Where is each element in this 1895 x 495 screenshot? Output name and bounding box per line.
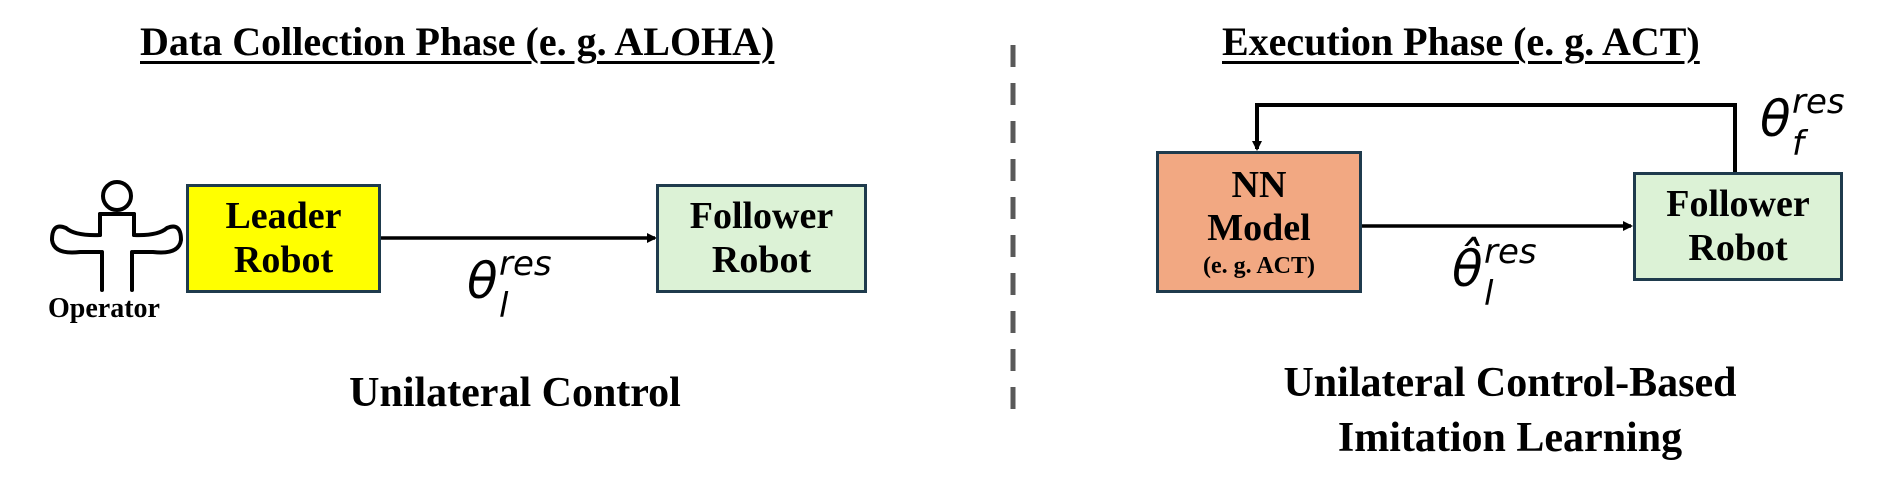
feedback-signal-base: θ: [1760, 90, 1791, 148]
leader-signal-sup: res: [499, 244, 552, 284]
feedback-signal-sub: f: [1792, 124, 1804, 164]
model-box-line2: Model: [1207, 207, 1311, 250]
model-box-line1: NN: [1231, 163, 1287, 206]
operator-label: Operator: [48, 293, 160, 324]
predicted-signal-label: θ̂ res l: [1452, 232, 1562, 320]
leader-box-line2: Robot: [233, 238, 334, 281]
right-follower-line1: Follower: [1666, 182, 1810, 225]
feedback-signal-label: θ res f: [1760, 82, 1870, 170]
leader-signal-base: θ: [467, 252, 498, 310]
model-box-line3: (e. g. ACT): [1203, 252, 1315, 279]
leader-signal-label: θ res l: [467, 244, 577, 332]
right-follower-line2: Robot: [1688, 226, 1788, 269]
left-follower-robot-box: Follower Robot: [656, 184, 867, 293]
nn-model-box: NN Model (e. g. ACT): [1156, 151, 1362, 293]
predicted-signal-base: θ̂: [1452, 240, 1483, 298]
predicted-signal-sup: res: [1484, 232, 1537, 272]
right-follower-robot-box: Follower Robot: [1633, 172, 1843, 281]
left-caption: Unilateral Control: [349, 370, 681, 416]
leader-box-line1: Leader: [225, 194, 342, 237]
right-panel-title: Execution Phase (e. g. ACT): [1222, 19, 1700, 64]
operator-icon: [50, 180, 183, 292]
leader-signal-sub: l: [499, 286, 509, 326]
feedback-arrow: [1252, 103, 1737, 172]
right-caption-line2: Imitation Learning: [1337, 414, 1683, 461]
right-caption: Unilateral Control-Based Imitation Learn…: [1180, 356, 1840, 465]
left-panel-title: Data Collection Phase (e. g. ALOHA): [140, 19, 775, 64]
predicted-signal-sub: l: [1484, 274, 1494, 314]
right-caption-line1: Unilateral Control-Based: [1283, 360, 1737, 406]
leader-robot-box: Leader Robot: [186, 184, 381, 293]
left-follower-line1: Follower: [689, 194, 834, 237]
left-follower-line2: Robot: [711, 238, 812, 281]
feedback-signal-sup: res: [1792, 82, 1845, 122]
